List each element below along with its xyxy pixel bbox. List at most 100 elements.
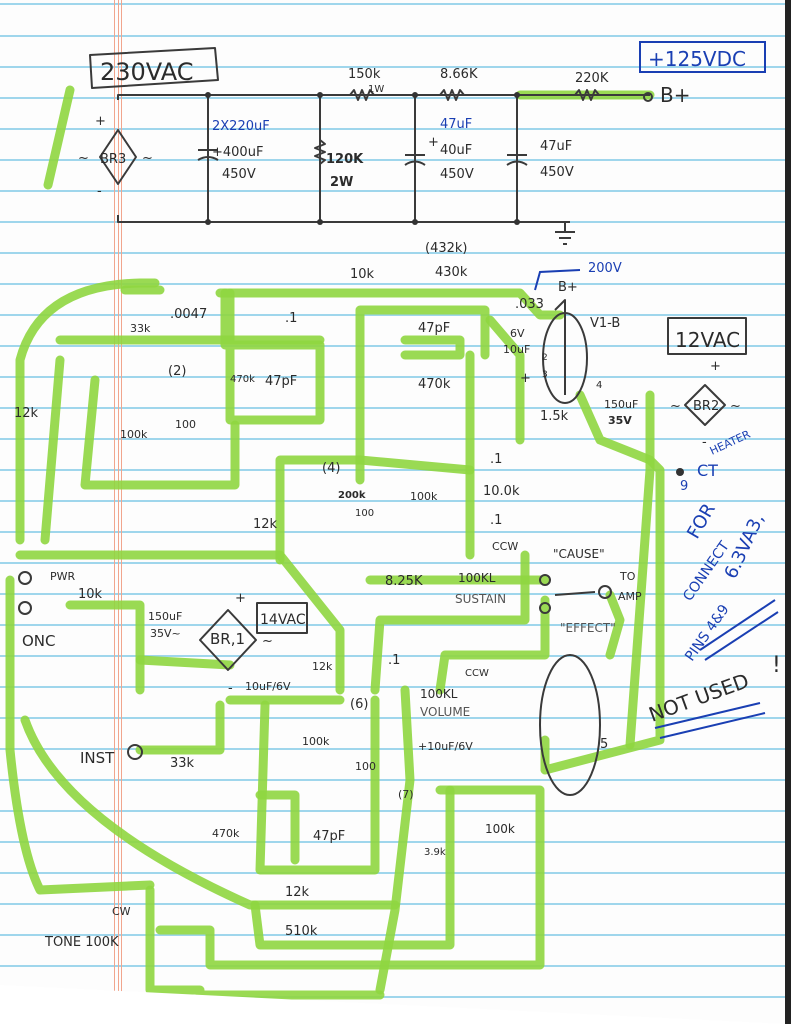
label: 430k [435,265,468,280]
label-volume: VOLUME [420,705,470,719]
label-12vac: 12VAC [675,328,740,352]
bridge-br1 [199,609,257,671]
label: 35V [608,414,632,427]
label: AMP [618,590,642,603]
margin-line [114,0,122,1024]
label-q6: (6) [350,697,368,712]
label: CCW [492,540,518,553]
lower-labels: CCW 8.25K 100KL SUSTAIN "CAUSE" TO AMP "… [22,540,642,950]
label-q2: (2) [168,364,186,379]
label: 470k [212,827,240,840]
note-ct: CT [697,461,718,480]
label: 47pF [418,321,450,336]
label: 12k [253,517,278,532]
label: 150uF [604,398,638,411]
label: + [520,371,531,386]
label: CCW [465,668,489,679]
box-230vac [89,47,219,89]
label-tone: TONE 100K [44,935,119,950]
label: 12k [285,885,310,900]
label-br2: BR2 [693,399,719,414]
label: 12k [14,406,39,421]
label: 3.9k [424,847,446,858]
label-bleeder: 120K [326,152,364,167]
label-14vac: 14VAC [260,612,306,628]
label: 100KL [458,571,496,585]
label-tube: V1-B [590,316,620,331]
highlighted-wires [5,85,665,1000]
bridge-br3 [99,129,137,185]
label: 510k [285,924,318,939]
label: 100KL [420,687,458,701]
label-c2-plus: + [428,135,439,150]
label-bleeder-w: 2W [330,175,353,190]
label: .1 [285,311,297,326]
label: 470k [418,377,451,392]
label: 100 [355,760,376,773]
label: + [710,359,721,374]
label-cause: "CAUSE" [553,547,605,561]
label: ~ [730,399,741,414]
preamp-labels: 10k 430k 200V B+ .033 V1-B 12VAC .0047 3… [14,261,741,532]
label: 150uF [148,610,182,623]
label: 5 [600,737,608,752]
label-plus: + [95,114,106,129]
label: 100k [410,490,438,503]
label-q4: (4) [322,461,340,476]
power-supply-labels: 230VAC +125VDC BR3 + - ~ ~ 150k 1W 8.66K… [78,47,746,256]
label: .1 [490,452,502,467]
label-r1: 150k [348,67,381,82]
label-c2: 40uF [440,143,472,158]
label: 33k [130,322,151,335]
label: 12k [312,660,333,673]
label: 47pF [313,829,345,844]
blue-pen-marks [534,41,779,739]
tube-v1b [542,312,588,404]
label: 35V~ [150,627,181,640]
label-total: (432k) [425,241,468,256]
label: 100k [120,428,148,441]
note-for: FOR [683,500,720,543]
label-c2-blue: 47uF [440,117,472,132]
label-c1-v: 450V [222,167,256,182]
label: 100 [355,508,374,519]
label-c2-v: 450V [440,167,474,182]
label-br3: BR3 [100,152,126,167]
label-r1-watt: 1W [368,84,384,95]
label: 10k [78,587,103,602]
label: 10.0k [483,484,520,499]
label-bplus: B+ [660,83,690,107]
label: .0047 [170,307,207,322]
label-200v: 200V [588,261,622,276]
label: 2 [542,353,548,363]
label: 10k [350,267,375,282]
bridge-br2 [684,384,726,426]
label: 1.5k [540,409,569,424]
label: 470k [230,374,255,385]
label: 3 [542,370,548,380]
label: TO [619,570,636,583]
label: +10uF/6V [418,740,473,753]
label-br1: BR,1 [210,630,245,648]
note: 9 [680,479,688,494]
heater-notes: HEATER 9 CT FOR 6.3VA3, CONNECT PINS 4&9… [646,428,781,727]
pencil-wires [18,47,747,796]
label-r3: 220K [575,71,609,86]
label: + [235,591,246,606]
label: 10uF/6V [245,680,291,693]
label: 100 [175,418,196,431]
label: .1 [388,653,400,668]
page-edge [785,0,791,1024]
box-12vac [667,317,747,355]
label: 4 [596,380,602,391]
label: 6V [510,327,525,340]
label-sustain: SUSTAIN [455,592,506,606]
label: CW [112,905,131,918]
label: 8.25K [385,574,423,589]
note-heater: HEATER [708,428,753,458]
label-q7: (7) [398,788,414,801]
note: ! [772,653,781,678]
label: - [228,681,233,696]
